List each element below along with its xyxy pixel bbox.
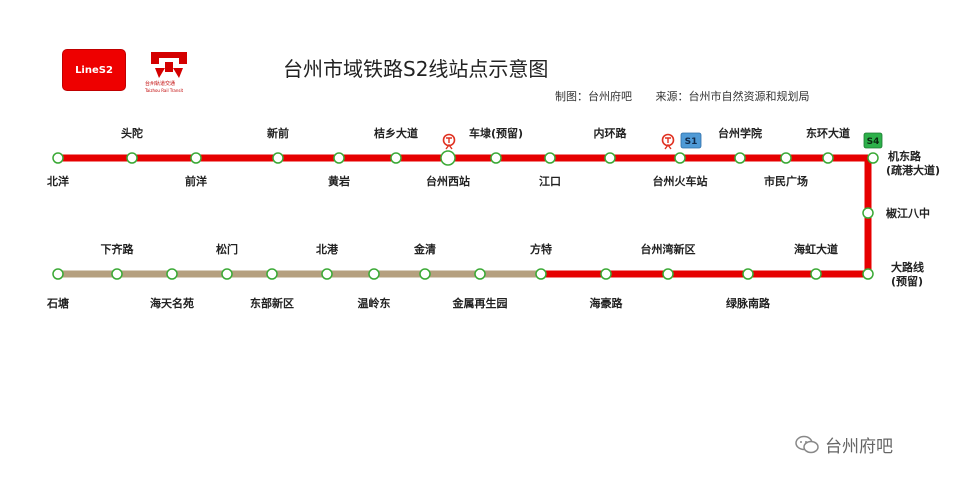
wechat-icon	[795, 435, 819, 453]
s1-badge-text: S1	[685, 137, 698, 147]
station-marker	[221, 268, 233, 280]
station-marker	[111, 268, 123, 280]
station-label: 江口	[539, 174, 561, 188]
station-label: 台州学院	[718, 126, 762, 140]
station-label: 头陀	[121, 126, 143, 140]
station-marker	[600, 268, 612, 280]
station-marker	[166, 268, 178, 280]
station-label: 东部新区	[250, 296, 294, 310]
station-marker	[544, 152, 556, 164]
station-label: 北洋	[47, 174, 69, 188]
station-label: 金清	[413, 242, 436, 256]
station-label-sub: (预留)	[891, 274, 923, 288]
credit-source: 来源：台州市自然资源和规划局	[655, 90, 810, 103]
station-marker	[440, 150, 456, 166]
station-marker	[862, 268, 874, 280]
station-marker	[734, 152, 746, 164]
station-marker	[490, 152, 502, 164]
station-marker	[474, 268, 486, 280]
station-marker	[674, 152, 686, 164]
station-label: 方特	[530, 242, 552, 256]
station-label: 松门	[216, 242, 238, 256]
credit-maker: 制图：台州府吧	[555, 90, 632, 103]
station-label: 北港	[316, 242, 339, 256]
s1-badge	[680, 132, 702, 149]
station-marker	[780, 152, 792, 164]
station-marker	[368, 268, 380, 280]
station-marker	[333, 152, 345, 164]
station-label: 绿脉南路	[726, 296, 771, 310]
station-label: 海虹大道	[794, 242, 838, 256]
credits: 制图：台州府吧 来源：台州市自然资源和规划局	[555, 88, 830, 104]
railway-station-icon	[442, 133, 456, 150]
station-label: 内环路	[594, 126, 628, 140]
taizhou-rail-logo-icon	[151, 52, 187, 78]
station-marker	[390, 152, 402, 164]
station-marker	[862, 207, 874, 219]
station-label: 下齐路	[101, 242, 135, 256]
station-marker	[742, 268, 754, 280]
station-marker	[662, 268, 674, 280]
line-s2-badge-text: LineS2	[75, 64, 113, 76]
station-label: 黄岩	[328, 174, 350, 188]
station-marker	[604, 152, 616, 164]
station-label: 台州湾新区	[641, 242, 696, 256]
station-marker	[535, 268, 547, 280]
station-label: 车埭(预留)	[469, 126, 523, 140]
station-label: 金属再生园	[452, 296, 508, 310]
station-marker	[867, 152, 879, 164]
brand-name: 台州轨道交通	[145, 81, 176, 87]
station-label: 海天名苑	[150, 296, 194, 310]
line-s2-badge: LineS2	[63, 50, 125, 90]
railway-station-icon	[661, 133, 675, 150]
station-marker	[52, 152, 64, 164]
s4-badge	[863, 132, 883, 149]
watermark: 台州府吧	[795, 432, 893, 457]
station-marker	[419, 268, 431, 280]
station-label: 海豪路	[590, 296, 624, 310]
brand-subtitle: Taizhou Rail Transit	[145, 88, 184, 93]
station-label-sub: (疏港大道)	[886, 163, 940, 177]
station-marker	[321, 268, 333, 280]
station-label: 新前	[267, 126, 289, 140]
station-label: 桔乡大道	[374, 126, 418, 140]
station-label: 石塘	[46, 296, 69, 310]
station-marker	[822, 152, 834, 164]
s4-badge-text: S4	[867, 137, 880, 147]
station-marker	[266, 268, 278, 280]
station-marker	[810, 268, 822, 280]
station-marker	[52, 268, 64, 280]
station-label: 机东路	[888, 149, 922, 163]
station-marker	[272, 152, 284, 164]
station-label: 市民广场	[764, 174, 808, 188]
station-marker	[126, 152, 138, 164]
watermark-text: 台州府吧	[825, 437, 893, 457]
station-label: 椒江八中	[886, 206, 930, 220]
station-label: 台州西站	[426, 174, 470, 188]
station-label: 温岭东	[358, 296, 391, 310]
station-marker	[190, 152, 202, 164]
station-label: 东环大道	[806, 126, 850, 140]
station-label: 前洋	[185, 174, 207, 188]
station-label: 台州火车站	[653, 174, 708, 188]
station-label: 大路线	[891, 260, 924, 274]
map-title: 台州市域铁路S2线站点示意图	[283, 57, 549, 81]
